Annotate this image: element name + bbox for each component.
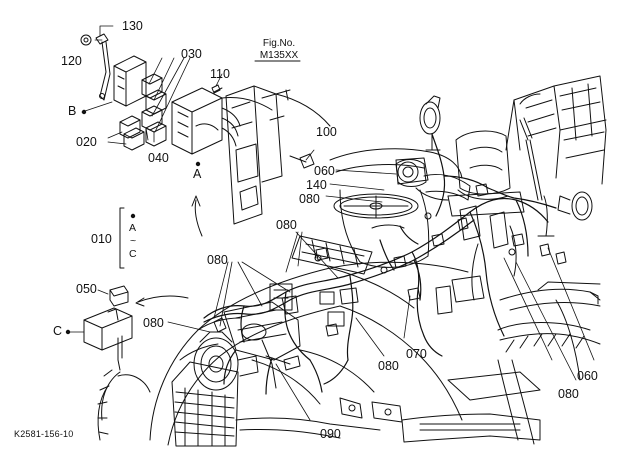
nut-120: [80, 34, 92, 46]
control-unit-a: [171, 87, 241, 155]
part-050: [109, 285, 129, 307]
wire-strand-top: [221, 93, 331, 127]
mast-pole: [519, 117, 543, 201]
figure-number-value: M135XX: [259, 49, 299, 61]
callout-080-center: 080: [143, 316, 164, 330]
fuse-box-b: [113, 55, 147, 107]
gauge-cluster: [395, 159, 471, 201]
steering-wheel: [333, 193, 419, 219]
bracket-010: [119, 207, 125, 269]
callout-080-top: 080: [299, 192, 320, 206]
step-floor: [401, 371, 541, 443]
callout-140: 140: [306, 178, 327, 192]
alternator: [193, 331, 259, 391]
callout-080-right: 080: [558, 387, 579, 401]
callout-130: 130: [122, 19, 143, 33]
fusible-links: [319, 287, 359, 327]
front-axle: [235, 397, 403, 439]
rear-tire: [497, 322, 601, 445]
rops-frame: [505, 75, 607, 185]
callout-050: 050: [76, 282, 97, 296]
callout-060-right: 060: [577, 369, 598, 383]
callout-080-bottom-mid: 080: [378, 359, 399, 373]
pedal-column: [435, 205, 517, 315]
dashboard: [329, 148, 463, 268]
bracket-130: [95, 33, 111, 101]
drawing-code: K2581-156-10: [14, 429, 74, 439]
callout-080-front: 080: [207, 253, 228, 267]
front-tire: [97, 369, 151, 441]
callout-110: 110: [210, 67, 230, 81]
work-light-right: [537, 191, 593, 237]
work-light-left: [419, 95, 441, 151]
dash-panel: [291, 235, 373, 275]
callout-100: 100: [316, 125, 337, 139]
range-end-c: C: [129, 248, 137, 260]
detail-mark-c: C: [53, 324, 63, 338]
harness-connectors: [213, 183, 567, 337]
mount-plate-fig: [225, 85, 291, 225]
fuse-holder-c: [83, 307, 133, 371]
figure-number-box: Fig.No. M135XX: [258, 38, 300, 61]
detail-mark-b: B: [68, 104, 77, 118]
rear-fender: [499, 281, 601, 381]
detail-arrows: [135, 195, 203, 307]
screw-110: [211, 84, 223, 94]
bolt-100: [289, 153, 315, 169]
callout-040: 040: [148, 151, 169, 165]
callout-090: 090: [320, 427, 341, 441]
leader-lines: [69, 25, 595, 421]
callout-120: 120: [61, 54, 82, 68]
callout-080-left: 080: [276, 218, 297, 232]
detail-dots: [65, 109, 201, 335]
range-start-a: A: [129, 222, 137, 234]
relays-020: [119, 115, 145, 151]
detail-mark-a: A: [193, 167, 202, 181]
range-tilde: ~: [130, 235, 137, 247]
callout-030: 030: [181, 47, 202, 61]
callout-070: 070: [406, 347, 427, 361]
tractor-hood: [149, 261, 469, 446]
battery-cable-090: [265, 355, 301, 371]
callout-010: 010: [91, 232, 112, 246]
front-grille: [171, 361, 239, 447]
callout-020: 020: [76, 135, 97, 149]
callout-060-top: 060: [314, 164, 335, 178]
figure-number-title: Fig.No.: [262, 38, 296, 49]
